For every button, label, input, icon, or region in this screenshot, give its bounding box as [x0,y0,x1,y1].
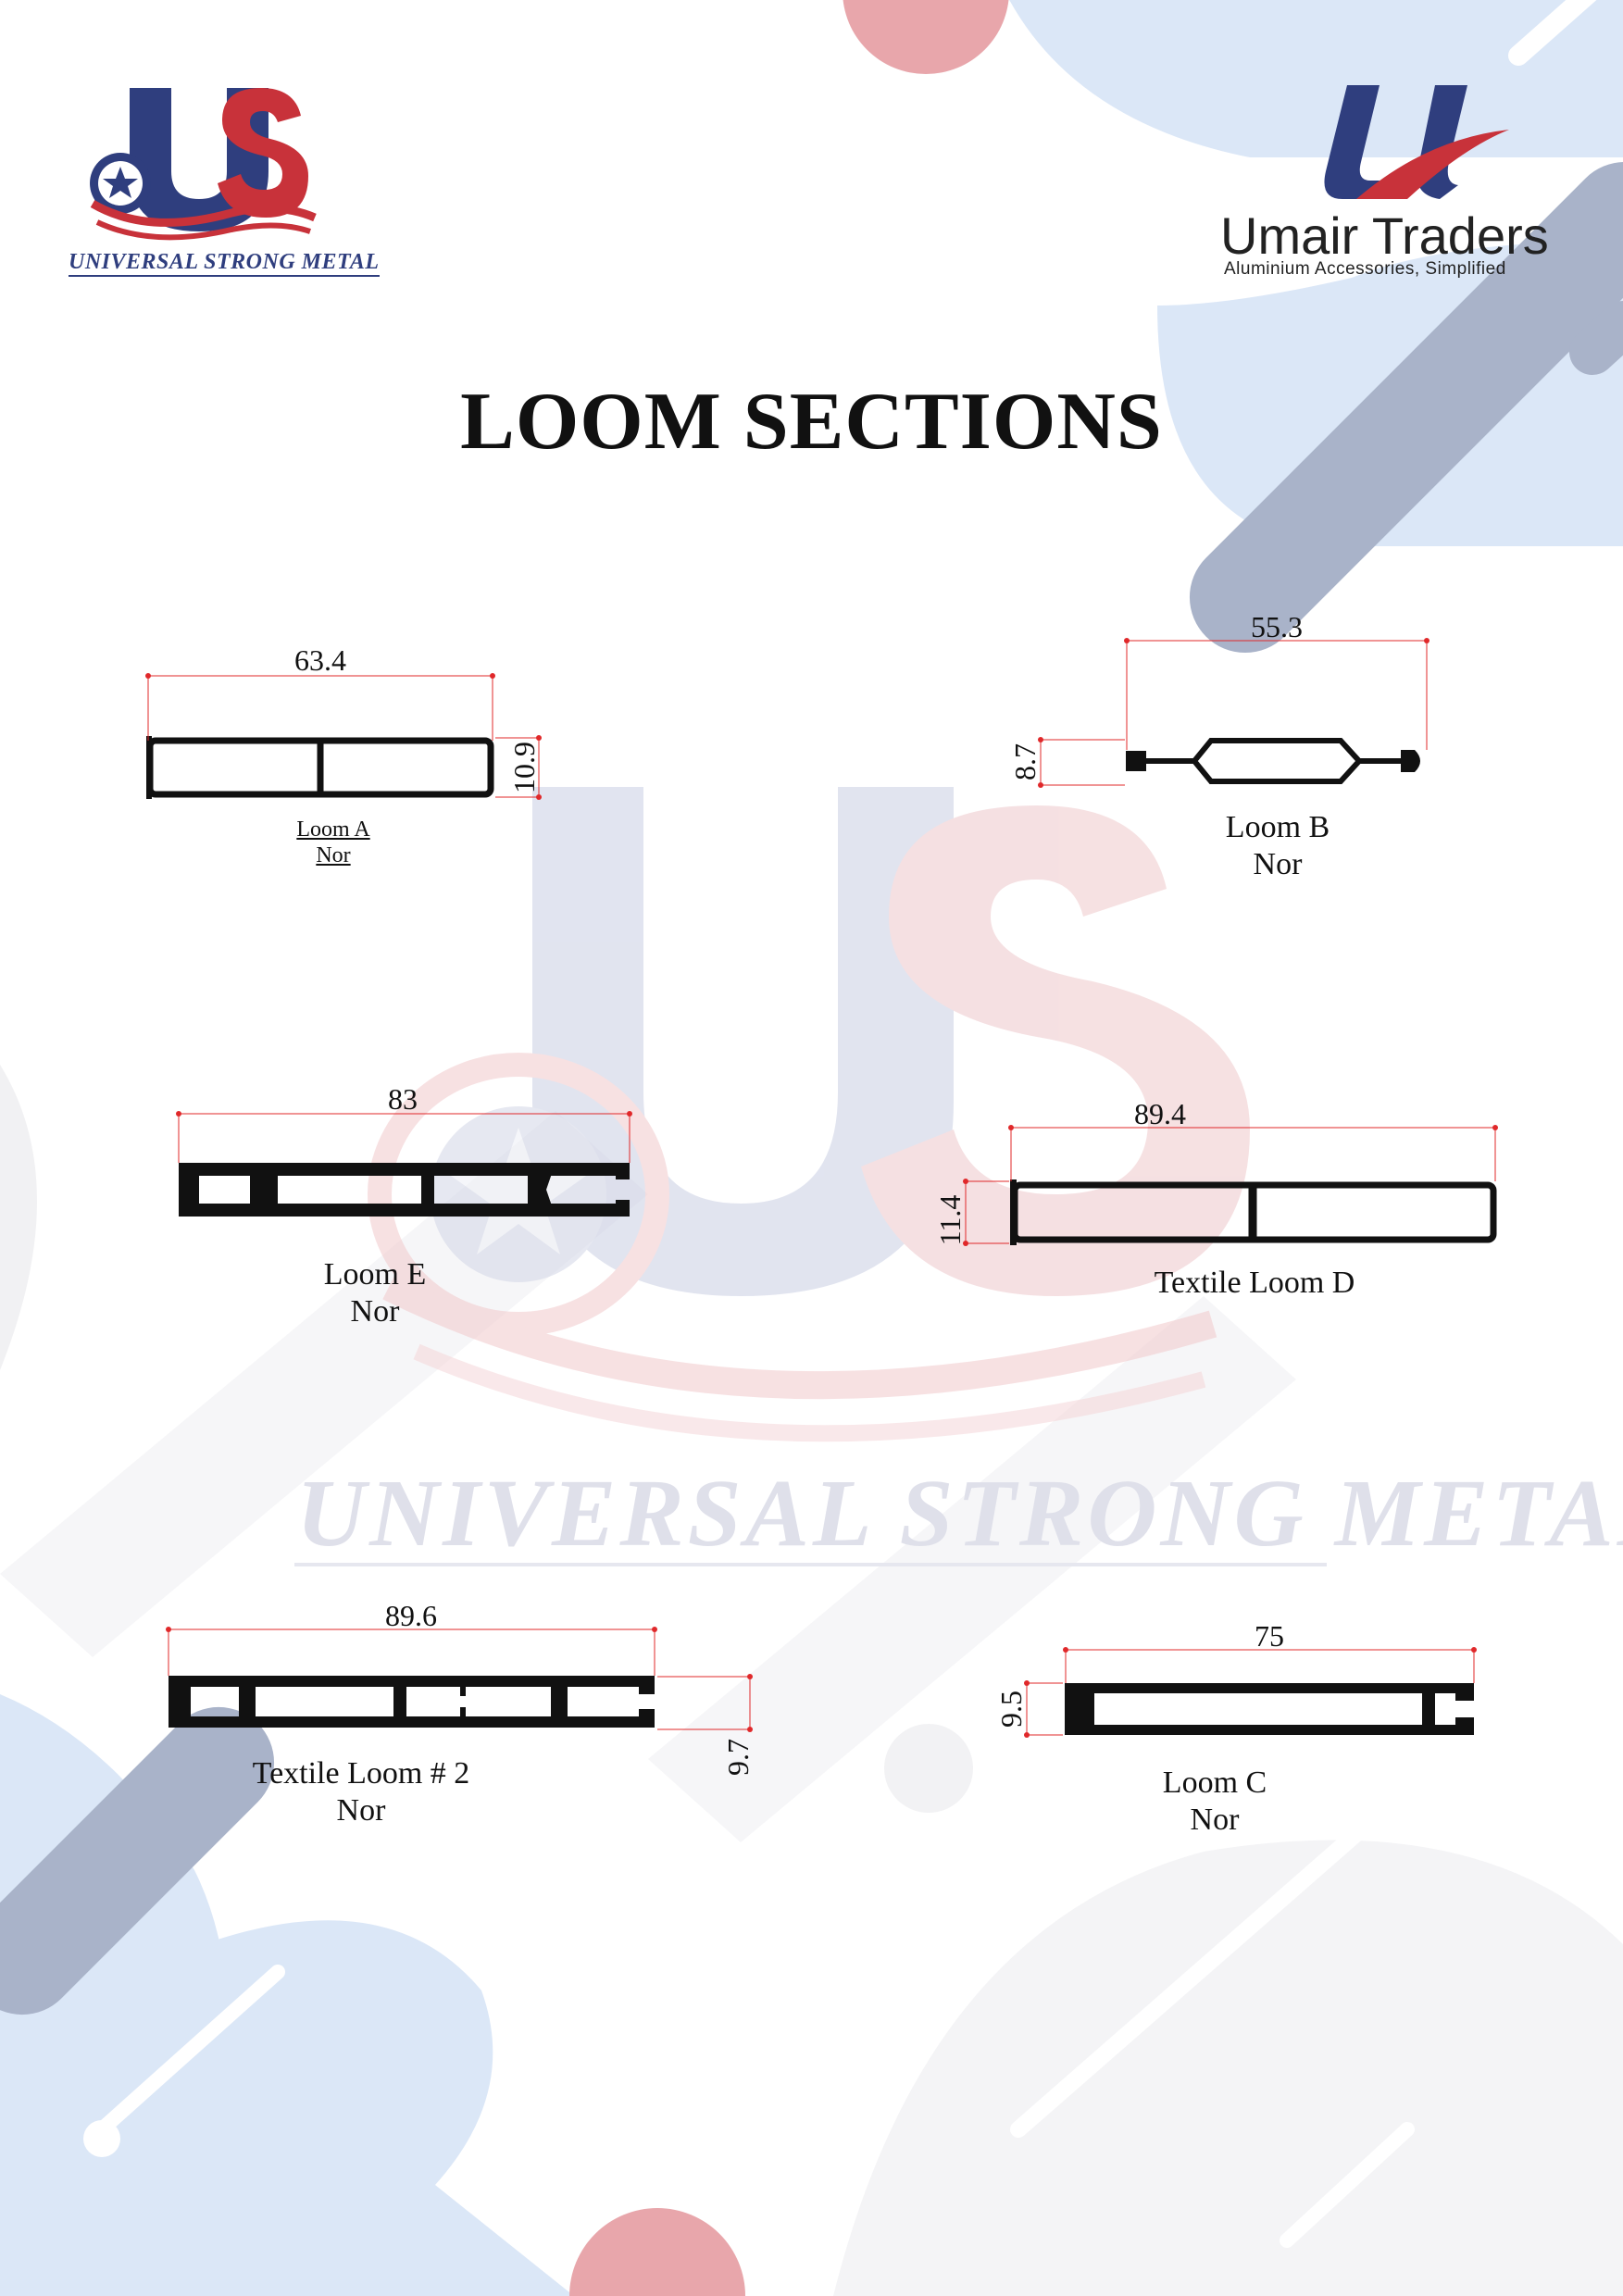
textile-loom-d-dimensions [965,1127,1496,1244]
loom-a-width: 63.4 [294,643,346,677]
watermark-underline [294,1563,1327,1566]
textile-loom-2-label: Textile Loom # 2 Nor [222,1755,500,1829]
pink-circle-bottom [569,2208,745,2296]
loom-e-width: 83 [388,1082,418,1116]
loom-b-width: 55.3 [1251,610,1303,643]
loom-e-dimensions [178,1113,630,1163]
textile-loom-2-height: 9.7 [721,1739,755,1776]
loom-e-label: Loom E Nor [292,1256,458,1330]
loom-b-name: Loom B [1225,810,1330,844]
us-watermark-logo [368,787,1250,1442]
page-title: LOOM SECTIONS [460,377,1163,467]
loom-b-label: Loom B Nor [1185,809,1370,883]
universal-strong-metal-logo [90,88,317,241]
textile-loom-2-name: Textile Loom # 2 [252,1756,470,1791]
loom-c-label: Loom C Nor [1131,1765,1298,1839]
textile-loom-2-profile [169,1676,655,1728]
loom-b-height: 8.7 [1008,743,1042,780]
pink-circle-top [843,0,1009,74]
loom-a-label: Loom A Nor [278,817,389,868]
loom-a-name: Loom A [296,817,370,842]
loom-a-finish: Nor [316,843,351,867]
textile-loom-2-dimensions [168,1628,752,1730]
textile-loom-2-width: 89.6 [385,1599,437,1632]
textile-loom-2-finish: Nor [336,1793,386,1828]
textile-loom-d-width: 89.4 [1134,1097,1186,1130]
textile-loom-d-label: Textile Loom D [1111,1265,1398,1302]
textile-loom-d-profile [1010,1179,1497,1245]
loom-a-height: 10.9 [507,742,541,793]
right-logo-name: Umair Traders [1220,206,1549,265]
textile-loom-d-name: Textile Loom D [1154,1266,1355,1300]
loom-b-finish: Nor [1253,847,1303,881]
loom-c-finish: Nor [1190,1803,1240,1837]
loom-a-profile [146,736,494,799]
loom-c-height: 9.5 [994,1691,1028,1728]
umair-traders-logo [1324,85,1509,199]
loom-e-profile [179,1163,630,1217]
loom-b-dimensions [1040,640,1428,786]
loom-c-dimensions [1026,1649,1475,1736]
loom-a-dimensions [147,675,540,798]
left-logo-caption: UNIVERSAL STRONG METAL [69,250,380,277]
watermark-text: UNIVERSAL STRONG METAL [296,1460,1623,1566]
loom-b-profile [1126,738,1420,784]
textile-loom-d-height: 11.4 [933,1195,967,1246]
loom-e-name: Loom E [323,1257,427,1292]
right-logo-tagline: Aluminium Accessories, Simplified [1224,259,1506,279]
loom-c-name: Loom C [1162,1766,1267,1800]
loom-e-finish: Nor [350,1294,400,1329]
loom-c-profile [1065,1683,1474,1735]
loom-c-width: 75 [1255,1619,1284,1653]
